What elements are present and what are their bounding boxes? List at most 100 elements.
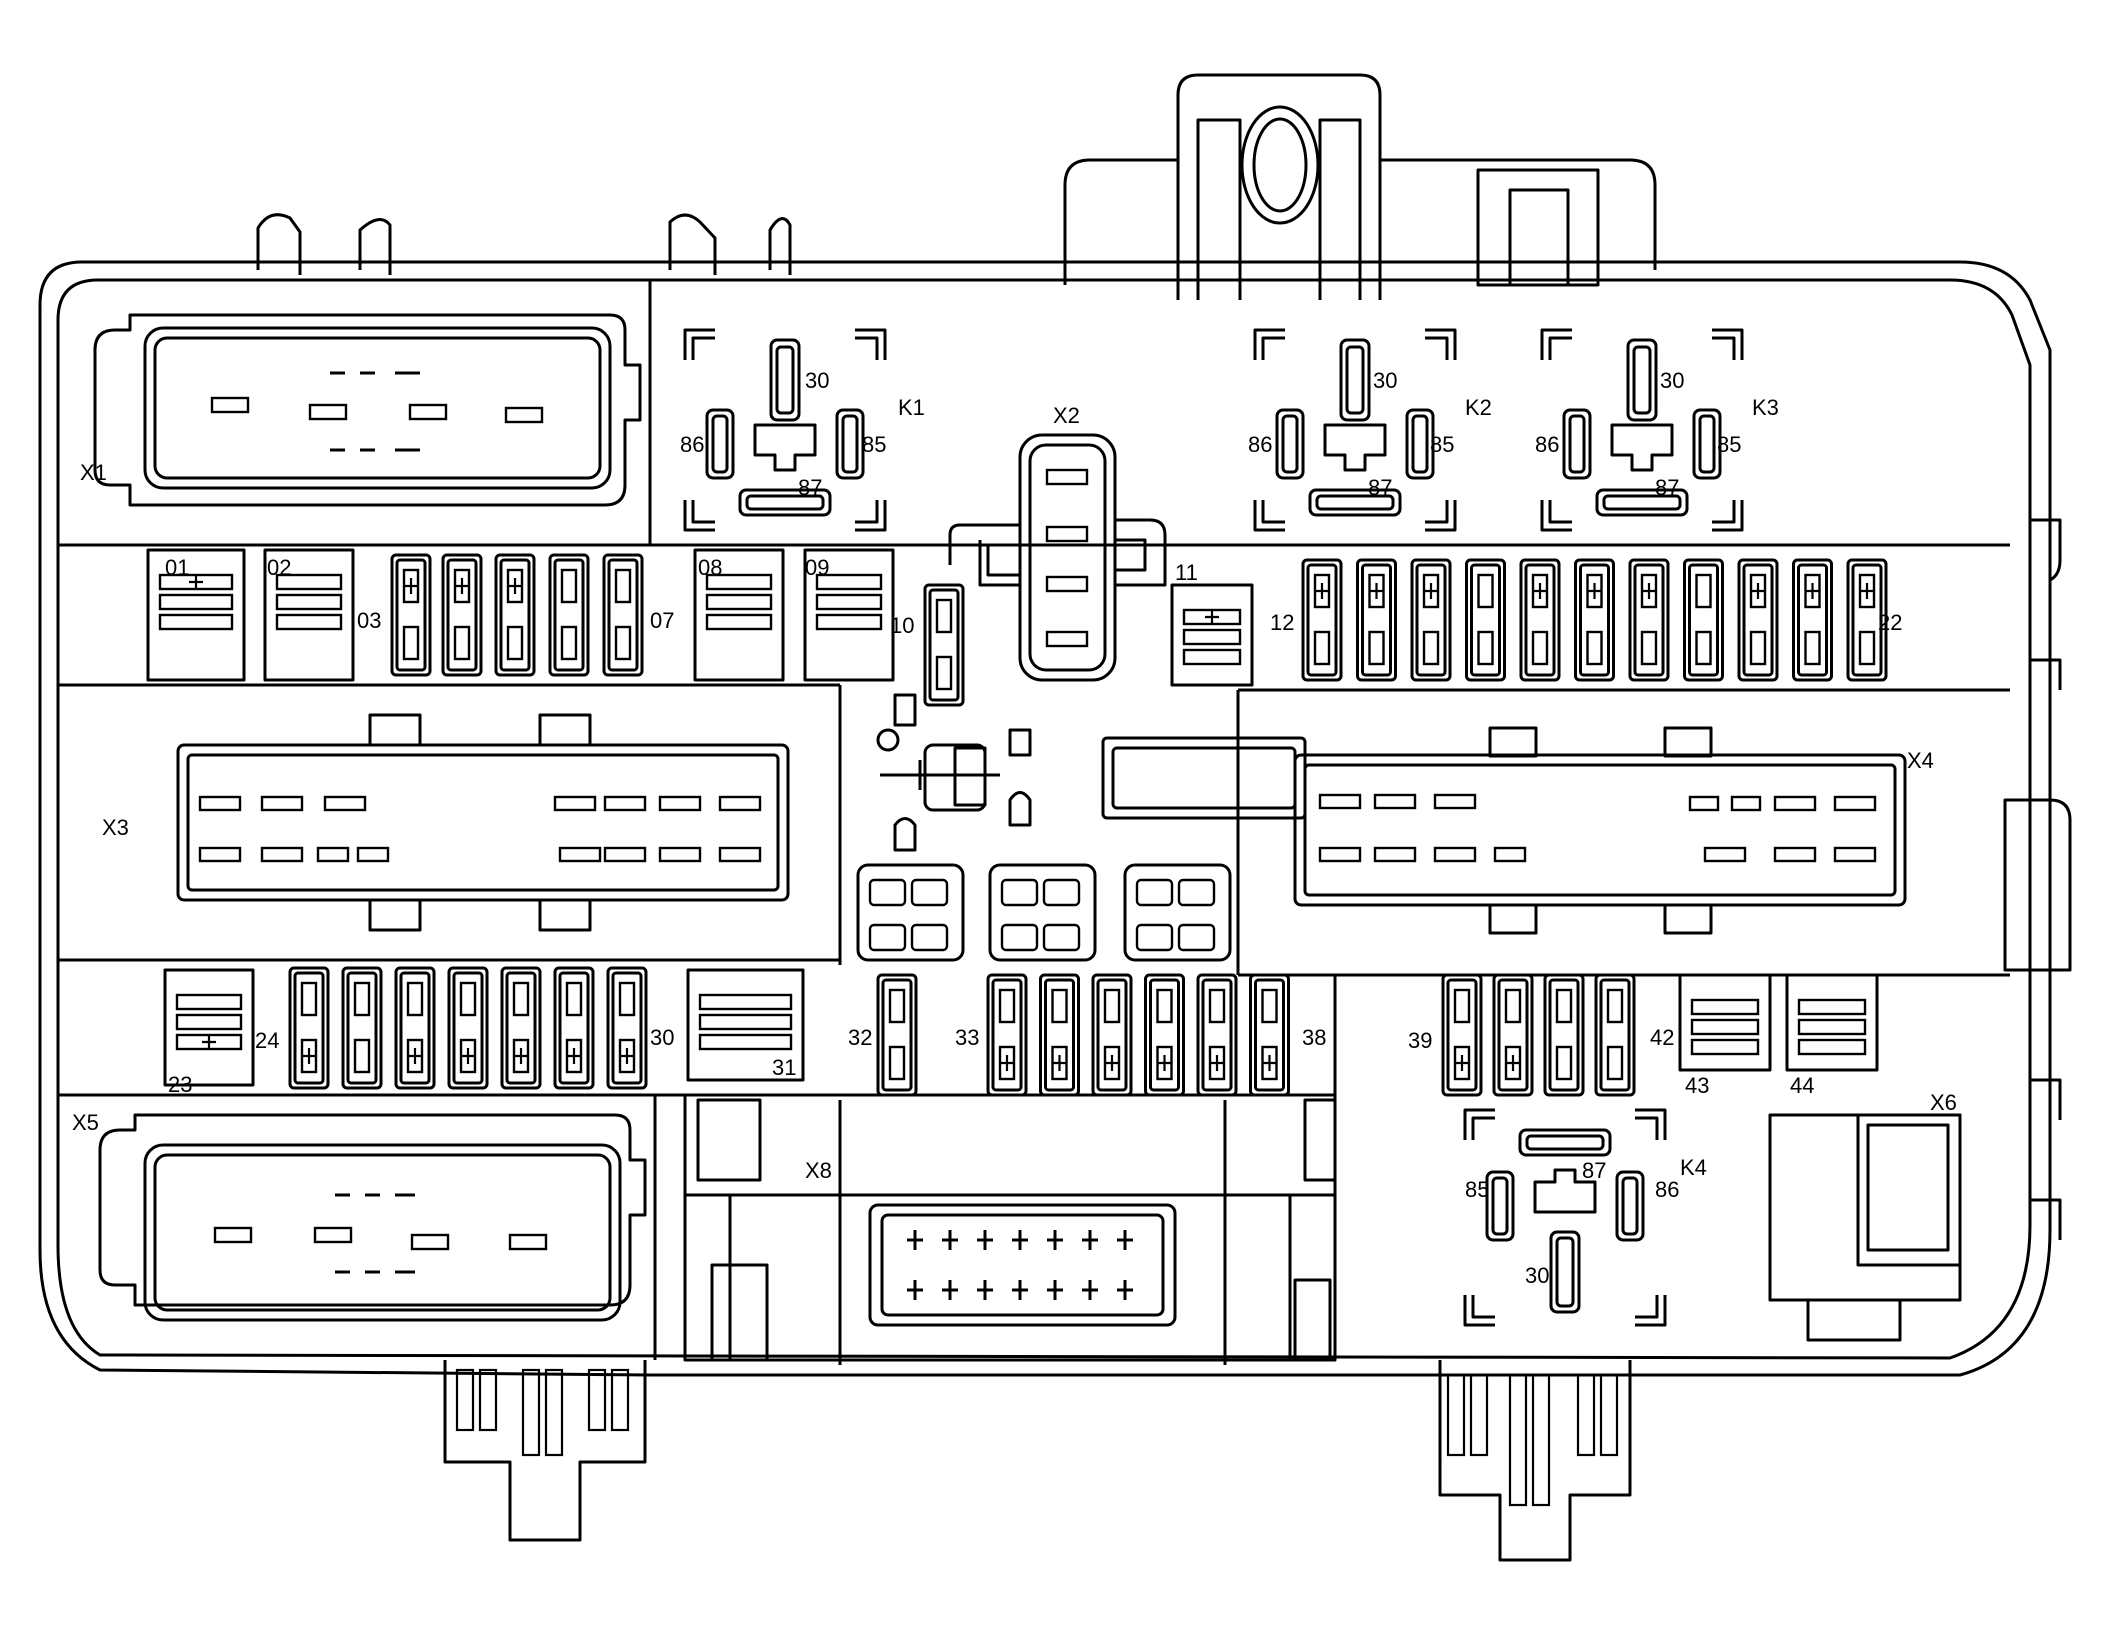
fuse-38 <box>1249 973 1290 1097</box>
relay-k3 <box>1540 328 1744 532</box>
fuse-28 <box>500 966 542 1090</box>
fuse-21 <box>1792 558 1833 682</box>
fuse-label-02: 02 <box>267 555 291 580</box>
x8-pin <box>942 1280 958 1300</box>
fuse-label-01: 01 <box>165 555 189 580</box>
fuse-42 <box>1594 973 1636 1097</box>
diode-component <box>876 693 1307 852</box>
k4-pin86: 86 <box>1655 1177 1679 1202</box>
fuse-30 <box>606 966 648 1090</box>
k2-pin85: 85 <box>1430 432 1454 457</box>
x1-label: X1 <box>80 460 107 485</box>
x8-pin <box>907 1230 923 1250</box>
k1-pin86: 86 <box>680 432 704 457</box>
k4-pin85: 85 <box>1465 1177 1489 1202</box>
fuse-37 <box>1196 973 1238 1097</box>
relay-labels: K1 30 86 85 87 K2 30 86 85 87 K3 30 86 8… <box>680 368 1779 1288</box>
fuse-label-33: 33 <box>955 1025 979 1050</box>
fuse-36 <box>1144 973 1185 1097</box>
fuse-17 <box>1574 558 1615 682</box>
fuse-03 <box>390 553 432 677</box>
k1-label: K1 <box>898 395 925 420</box>
fuse-label-03: 03 <box>357 608 381 633</box>
fuse-11 <box>1170 583 1254 687</box>
fuse-label-07: 07 <box>650 608 674 633</box>
connector-x6: X6 <box>1768 1090 1962 1342</box>
fuse-label-09: 09 <box>805 555 829 580</box>
fuse-label-12: 12 <box>1270 610 1294 635</box>
fuse-31 <box>686 968 805 1082</box>
fuse-label-42: 42 <box>1650 1025 1674 1050</box>
x8-pin <box>1117 1230 1133 1250</box>
x8-pin <box>977 1230 993 1250</box>
connector-x5: X5 <box>72 1110 647 1322</box>
fuse-label-22: 22 <box>1878 610 1902 635</box>
fuse-32 <box>876 973 918 1097</box>
fuse-label-43: 43 <box>1685 1073 1709 1098</box>
fuse-06 <box>548 553 590 677</box>
connector-x3: X3 <box>102 713 790 932</box>
fuse-34 <box>1039 973 1080 1097</box>
x2-label: X2 <box>1053 403 1080 428</box>
fuses <box>146 548 1888 1097</box>
relay-k4 <box>1463 1108 1667 1327</box>
mini-relay-blocks <box>856 863 1232 962</box>
x8-pin <box>1012 1280 1028 1300</box>
fuse-43 <box>1678 973 1772 1072</box>
k2-pin30: 30 <box>1373 368 1397 393</box>
x3-label: X3 <box>102 815 129 840</box>
fuse-33 <box>986 973 1028 1097</box>
internal-grid <box>58 280 2010 1365</box>
x8-pin <box>1082 1230 1098 1250</box>
x8-label: X8 <box>805 1158 832 1183</box>
fuse-16 <box>1519 558 1561 682</box>
relay-k1 <box>683 328 887 532</box>
housing-outline <box>38 73 2072 1562</box>
fuse-01 <box>146 548 246 682</box>
fuse-10 <box>923 583 965 707</box>
k1-pin85: 85 <box>862 432 886 457</box>
fuse-35 <box>1091 973 1133 1097</box>
x1-pin-grid <box>210 371 544 452</box>
x4-label: X4 <box>1907 748 1934 773</box>
fuse-26 <box>394 966 436 1090</box>
connector-x4: X4 <box>1293 726 1934 935</box>
x5-pin-grid <box>213 1193 548 1274</box>
fuse-27 <box>447 966 489 1090</box>
k3-label: K3 <box>1752 395 1779 420</box>
connector-x1: X1 <box>80 313 642 507</box>
fuse-41 <box>1543 973 1585 1097</box>
k4-label: K4 <box>1680 1155 1707 1180</box>
k3-pin87: 87 <box>1655 475 1679 500</box>
fuse-labels: 01 02 03 07 08 09 10 11 12 22 23 24 30 3… <box>165 555 1902 1098</box>
fuse-25 <box>341 966 383 1090</box>
center-components: X2 <box>856 403 1307 962</box>
k2-label: K2 <box>1465 395 1492 420</box>
fuse-02 <box>263 548 355 682</box>
fuse-18 <box>1628 558 1670 682</box>
fuse-label-38: 38 <box>1302 1025 1326 1050</box>
x6-label: X6 <box>1930 1090 1957 1115</box>
fuse-05 <box>494 553 536 677</box>
fuse-label-10: 10 <box>890 613 914 638</box>
x5-label: X5 <box>72 1110 99 1135</box>
x8-pins <box>907 1230 1133 1300</box>
fuse-label-39: 39 <box>1408 1028 1432 1053</box>
k2-pin86: 86 <box>1248 432 1272 457</box>
fuse-label-23: 23 <box>168 1072 192 1097</box>
x8-pin <box>977 1280 993 1300</box>
x3-pin-grid <box>198 795 762 863</box>
x8-pin <box>942 1230 958 1250</box>
x8-pin <box>1082 1280 1098 1300</box>
fuse-label-11: 11 <box>1175 560 1198 585</box>
x8-pin <box>1047 1280 1063 1300</box>
x8-pin <box>1012 1230 1028 1250</box>
fuse-39 <box>1441 973 1483 1097</box>
fuse-label-44: 44 <box>1790 1073 1814 1098</box>
fuse-07 <box>602 553 644 677</box>
k3-pin86: 86 <box>1535 432 1559 457</box>
fuse-19 <box>1683 558 1724 682</box>
fuse-13 <box>1356 558 1397 682</box>
k1-pin30: 30 <box>805 368 829 393</box>
